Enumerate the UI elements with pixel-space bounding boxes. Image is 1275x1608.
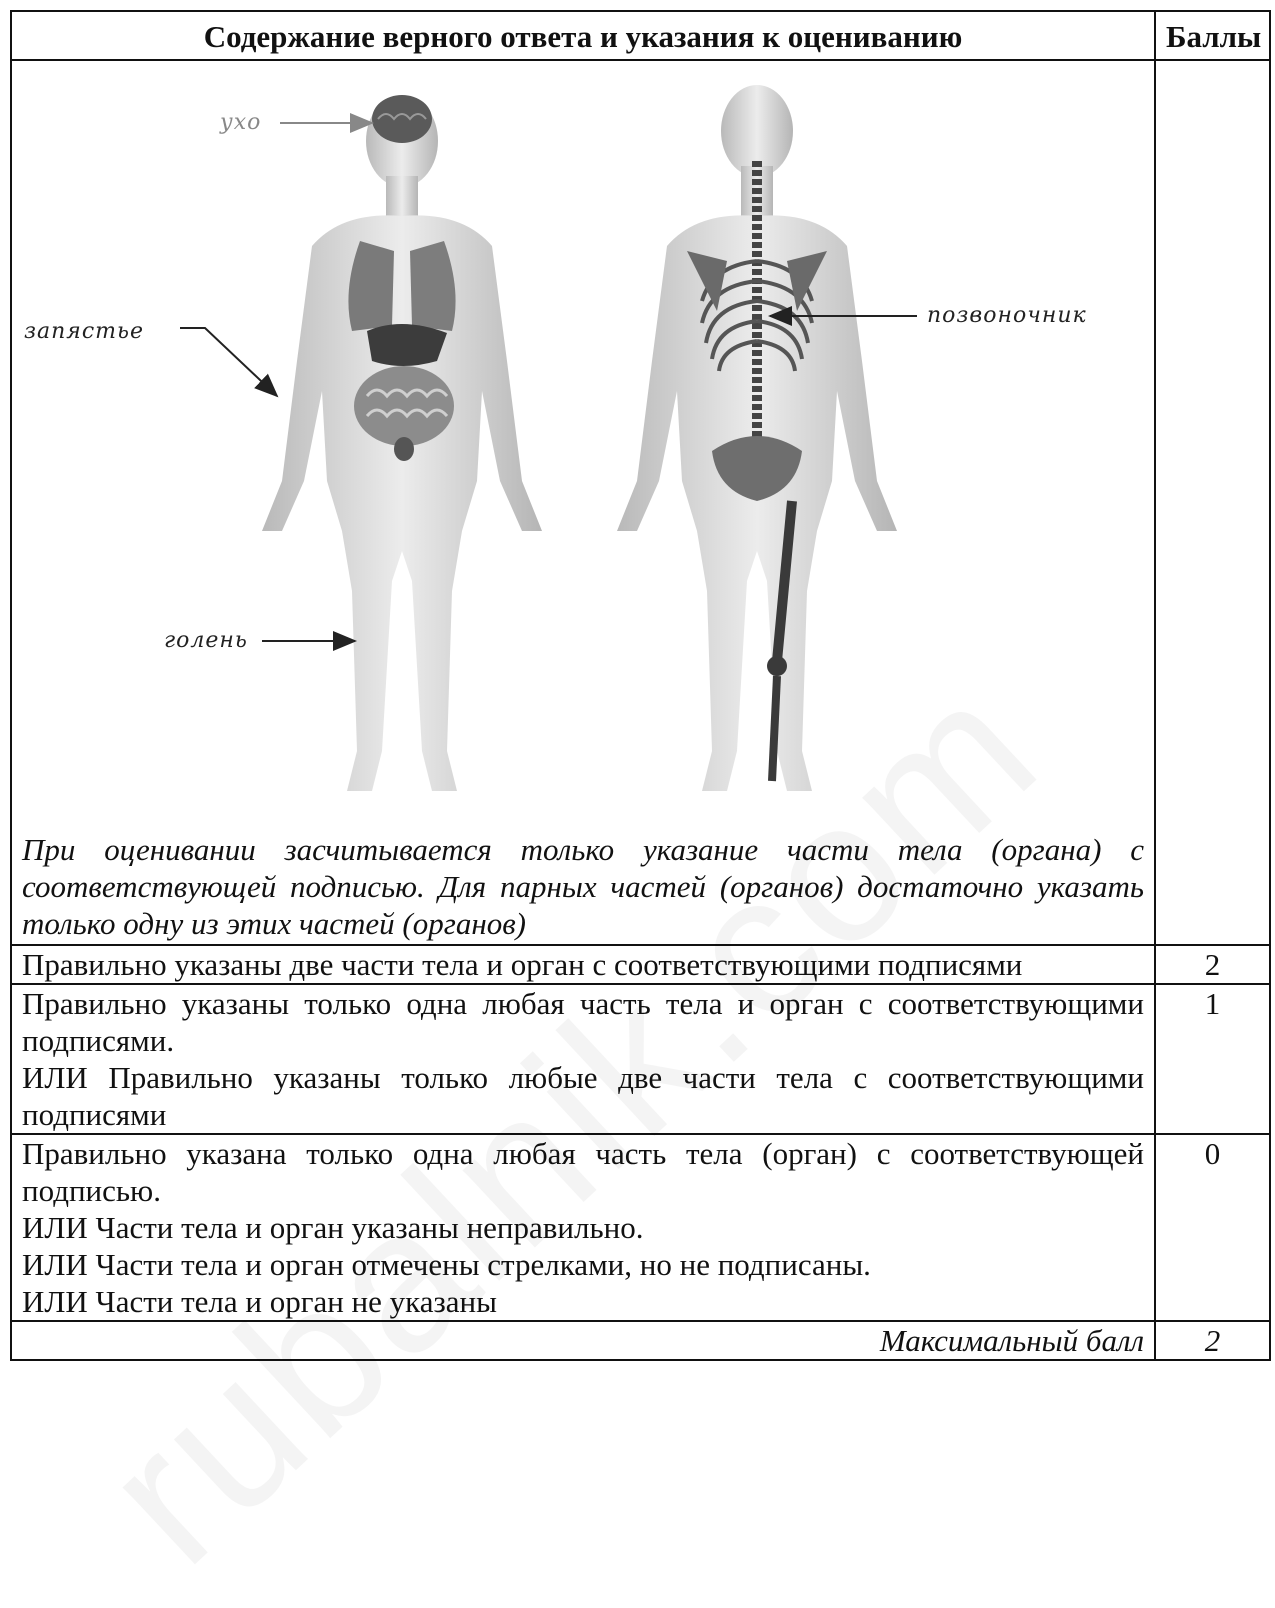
label-ear: ухо	[219, 110, 372, 135]
content-column-header: Содержание верного ответа и указания к о…	[11, 11, 1155, 60]
label-wrist: запястье	[24, 319, 277, 396]
criterion-text: Правильно указана только одна любая част…	[22, 1135, 1144, 1209]
criterion-row: Правильно указаны только одна любая част…	[11, 984, 1270, 1134]
total-row: Максимальный балл 2	[11, 1321, 1270, 1360]
score-column-header: Баллы	[1155, 11, 1270, 60]
max-score-label: Максимальный балл	[11, 1321, 1155, 1360]
grading-table: Содержание верного ответа и указания к о…	[10, 10, 1271, 1361]
human-body-illustration: ухо запястье голень позвоночник	[22, 61, 1142, 831]
anatomy-figure: ухо запястье голень позвоночник	[22, 61, 1142, 831]
grading-note: При оценивании засчитывается только указ…	[22, 831, 1144, 942]
figure-row: ухо запястье голень позвоночник	[11, 60, 1270, 945]
max-score-value: 2	[1155, 1321, 1270, 1360]
criterion-row: Правильно указана только одна любая част…	[11, 1134, 1270, 1321]
label-shin: голень	[164, 628, 355, 653]
svg-text:позвоночник: позвоночник	[927, 303, 1087, 328]
criterion-text: ИЛИ Части тела и орган отмечены стрелкам…	[22, 1246, 1144, 1283]
criterion-score: 2	[1155, 945, 1270, 984]
svg-text:ухо: ухо	[219, 110, 261, 135]
criterion-row: Правильно указаны две части тела и орган…	[11, 945, 1270, 984]
front-body-figure	[262, 95, 542, 791]
criterion-score: 1	[1155, 984, 1270, 1134]
criterion-text: ИЛИ Части тела и орган не указаны	[22, 1283, 1144, 1320]
back-body-figure	[617, 85, 897, 791]
criterion-text: ИЛИ Части тела и орган указаны неправиль…	[22, 1209, 1144, 1246]
criterion-text: Правильно указаны две части тела и орган…	[22, 946, 1144, 983]
criterion-text: Правильно указаны только одна любая част…	[22, 985, 1144, 1059]
criterion-score: 0	[1155, 1134, 1270, 1321]
svg-text:голень: голень	[164, 628, 248, 653]
figure-score-cell	[1155, 60, 1270, 945]
header-row: Содержание верного ответа и указания к о…	[11, 11, 1270, 60]
svg-text:запястье: запястье	[24, 319, 144, 344]
criterion-text: ИЛИ Правильно указаны только любые две ч…	[22, 1059, 1144, 1133]
